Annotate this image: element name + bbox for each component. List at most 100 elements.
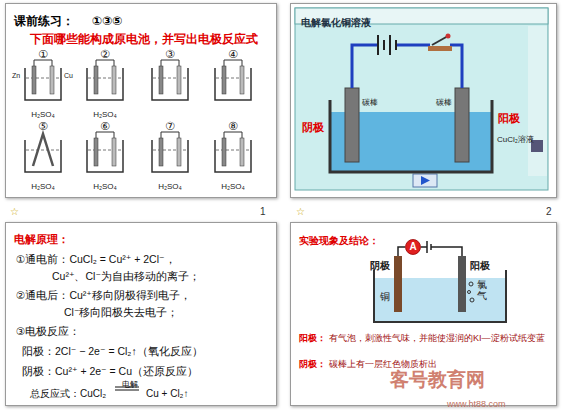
switch-knob [446, 34, 451, 39]
electrode-material: 碳棒 [436, 98, 452, 107]
slide-star: ☆ [296, 206, 305, 218]
product-name: 氯气 [477, 279, 487, 301]
body-text: 阳极：2Cl⁻ − 2e⁻ = Cl₂↑（氧化反应） [22, 341, 203, 359]
body-text: 阳极：2Cl⁻ − 2e⁻ = Cl₂↑（氧化反应） [22, 345, 203, 357]
electrode-name: 阳极 [498, 108, 520, 126]
ammeter-letter: A [405, 239, 421, 255]
cathode-rod [394, 256, 402, 312]
animation-panel [295, 8, 548, 190]
slide-panel: 课前练习：①③⑤下面哪些能构成原电池，并写出电极反应式 [5, 3, 277, 198]
slide-star: ☆ [296, 201, 305, 219]
play-button [413, 174, 437, 187]
electrode-material: 碳棒 [362, 98, 378, 107]
body-text: 总反应式：CuCl₂ [30, 383, 106, 401]
slide-number: 1 [260, 206, 266, 218]
watermark: 客号教育网 [390, 369, 485, 391]
beaker-figures [25, 60, 251, 172]
slide-star: ☆ [10, 201, 19, 219]
body-text: ③电极反应： [16, 325, 80, 337]
slide-heading: 电解原理： [14, 229, 69, 247]
slide-heading: 实验现象及结论： [299, 230, 379, 248]
body-text: 碳棒上有一层红色物质析出 [329, 353, 437, 371]
body-text: Cl⁻移向阳极失去电子； [64, 302, 178, 320]
wire [352, 45, 462, 88]
callout-number: ③ [165, 44, 175, 62]
body-text: Cu²⁺、Cl⁻为自由移动的离子； [52, 270, 200, 282]
gas-bubble [469, 282, 473, 286]
body-text: ②通电后：Cu²⁺移向阴极得到电子， [16, 285, 191, 303]
slide-number: 2 [546, 206, 552, 218]
body-text: 有气泡，刺激性气味，并能使湿润的KI—淀粉试纸变蓝 [329, 327, 551, 345]
electrolyte-name: H₂SO₄ [31, 182, 55, 191]
condition-text: 电解 [122, 380, 138, 389]
callout-number: ⑦ [165, 120, 175, 133]
body-text: Cu²⁺、Cl⁻为自由移动的离子； [52, 266, 200, 284]
callout-number: ⑧ [228, 116, 238, 134]
electrode-material: 碳棒 [436, 91, 452, 109]
product-name: 铜 [380, 286, 390, 304]
slide-number: 1 [260, 201, 266, 219]
electrode-name: 阴极 [370, 260, 390, 272]
slide-star: ☆ [10, 206, 19, 218]
electrode-name: 阳极 [470, 255, 490, 273]
electrode-name: Zn [12, 72, 20, 80]
electrolyte-name: H₂SO₄ [158, 175, 182, 193]
callout-number: ② [100, 48, 110, 61]
beaker-figure [215, 60, 251, 100]
callout-number: ④ [228, 44, 238, 62]
beaker-figure [215, 132, 251, 172]
electrode-name: 阴极： [299, 353, 326, 371]
callout-number: ④ [228, 48, 238, 61]
panel-title: 电解氯化铜溶液 [301, 17, 371, 29]
electrode-name: Cu [64, 72, 73, 80]
ammeter-letter: A [409, 241, 416, 253]
electrode-name: Zn [12, 64, 20, 82]
electrode-name: Cu [64, 64, 73, 82]
anode-rod [455, 88, 469, 162]
electrolyte-name: H₂SO₄ [93, 103, 117, 121]
body-text: ①通电前：CuCl₂ = Cu²⁺ + 2Cl⁻， [16, 253, 176, 265]
callout-number: ③ [165, 48, 175, 61]
callout-number: ① [38, 44, 48, 62]
beaker-figure [25, 134, 61, 172]
electrolyte-name: H₂SO₄ [93, 182, 117, 191]
electrolyte-name: H₂SO₄ [93, 110, 117, 119]
product-name: 氯气 [477, 279, 487, 301]
beaker-figure [25, 60, 61, 100]
solution-name: CuCl₂溶液 [497, 135, 534, 144]
body-text: Cu + Cl₂↑ [146, 388, 189, 400]
gas-bubble [470, 298, 474, 302]
body-text: 阴极：Cu²⁺ + 2e⁻ = Cu（还原反应） [22, 365, 198, 377]
battery-symbol [378, 35, 396, 55]
anode-rod [458, 256, 466, 312]
watermark-url: www.ht88.com [447, 393, 506, 410]
answer-numbers: ①③⑤ [92, 11, 122, 29]
electrolyte-name: H₂SO₄ [93, 175, 117, 193]
body-text: Cl⁻移向阳极失去电子； [64, 306, 178, 318]
electrolyte-name: H₂SO₄ [221, 182, 245, 191]
experiment-figure [374, 241, 506, 322]
switch-base [428, 46, 452, 51]
electrode-name: 阳极 [470, 260, 490, 272]
slide-number: 2 [546, 201, 552, 219]
body-text: 碳棒上有一层红色物质析出 [329, 359, 437, 369]
electrode-name: 阳极 [498, 112, 520, 125]
electrode-name: 阴极： [299, 359, 326, 369]
tank [374, 270, 506, 322]
electrolyte-name: H₂SO₄ [31, 110, 55, 119]
question-text: 下面哪些能构成原电池，并写出电极反应式 [30, 33, 258, 47]
beaker-figure [152, 60, 188, 100]
callout-number: ② [100, 44, 110, 62]
electrolyte-name: H₂SO₄ [221, 175, 245, 193]
watermark: 客号教育网 [390, 369, 485, 391]
cathode-rod [345, 88, 359, 162]
body-text: ①通电前：CuCl₂ = Cu²⁺ + 2Cl⁻， [16, 249, 176, 267]
solution-name: CuCl₂溶液 [497, 128, 534, 146]
electrode-name: 阳极： [299, 333, 326, 343]
panel-title: 电解氯化铜溶液 [301, 12, 371, 30]
body-text: ②通电后：Cu²⁺移向阴极得到电子， [16, 289, 191, 301]
answer-numbers: ①③⑤ [92, 15, 122, 29]
electrode-name: 阴极 [302, 121, 324, 134]
beaker-figure [87, 60, 123, 100]
gas-bubble [468, 291, 471, 294]
